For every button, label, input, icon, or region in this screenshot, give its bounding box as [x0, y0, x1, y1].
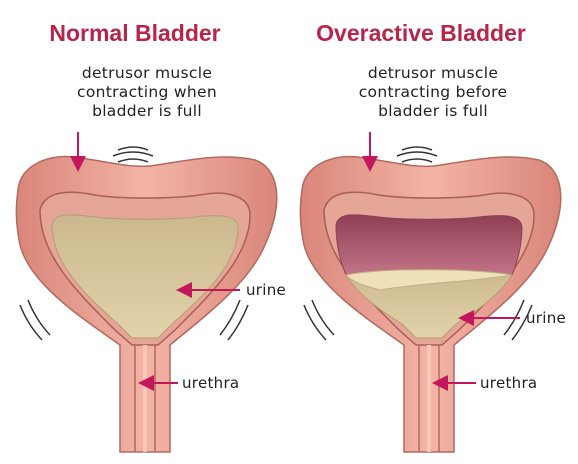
contraction-marks — [19, 146, 249, 341]
urethra-channel — [418, 345, 440, 452]
urethra-channel — [134, 345, 156, 452]
urine-fill — [51, 214, 239, 339]
empty-space — [335, 214, 523, 276]
overactive-bladder-title: Overactive Bladder — [316, 20, 526, 46]
urine-surface — [345, 269, 513, 291]
overactive-urethra-label: urethra — [480, 374, 538, 392]
overactive-bladder — [299, 132, 562, 453]
contraction-marks — [303, 146, 533, 341]
normal-bladder — [15, 132, 278, 453]
normal-detrusor-caption: detrusor muscle contracting when bladder… — [77, 64, 217, 120]
normal-urethra-label: urethra — [182, 374, 240, 392]
normal-urine-label: urine — [246, 281, 287, 299]
overactive-urine-label: urine — [526, 309, 567, 327]
overactive-detrusor-caption: detrusor muscle contracting before bladd… — [358, 64, 508, 120]
normal-bladder-title: Normal Bladder — [49, 20, 221, 46]
